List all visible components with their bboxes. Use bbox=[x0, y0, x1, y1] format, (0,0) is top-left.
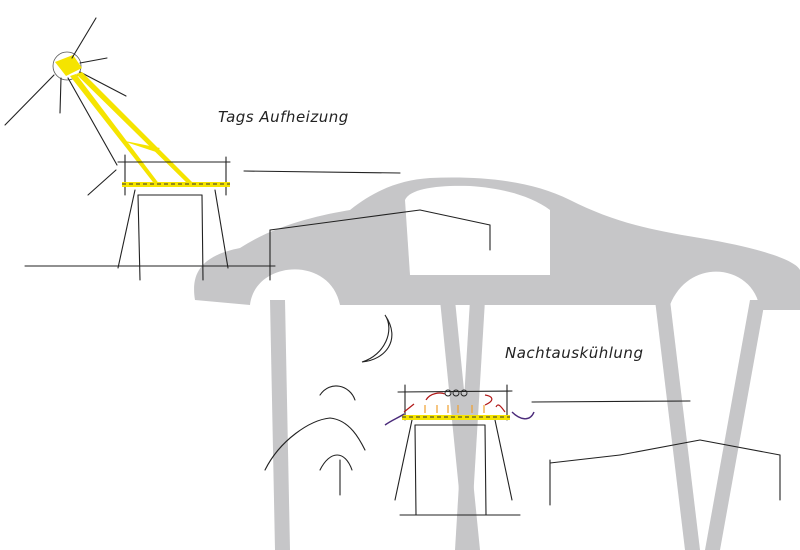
sun-icon bbox=[4, 17, 127, 166]
day-roof-heated bbox=[122, 182, 230, 187]
moon-icon bbox=[361, 314, 393, 363]
car-silhouette bbox=[194, 177, 800, 550]
heat-release-arrows bbox=[424, 405, 485, 413]
day-shelter bbox=[24, 154, 491, 281]
air-flow-arrows bbox=[403, 392, 506, 413]
sun-rays bbox=[70, 72, 195, 186]
night-roof bbox=[402, 415, 510, 420]
day-heating-label: Tags Aufheizung bbox=[218, 108, 349, 126]
night-cooling-label: Nachtauskühlung bbox=[505, 344, 644, 362]
night-shelter bbox=[264, 384, 781, 516]
cool-air-arrows bbox=[384, 411, 535, 426]
